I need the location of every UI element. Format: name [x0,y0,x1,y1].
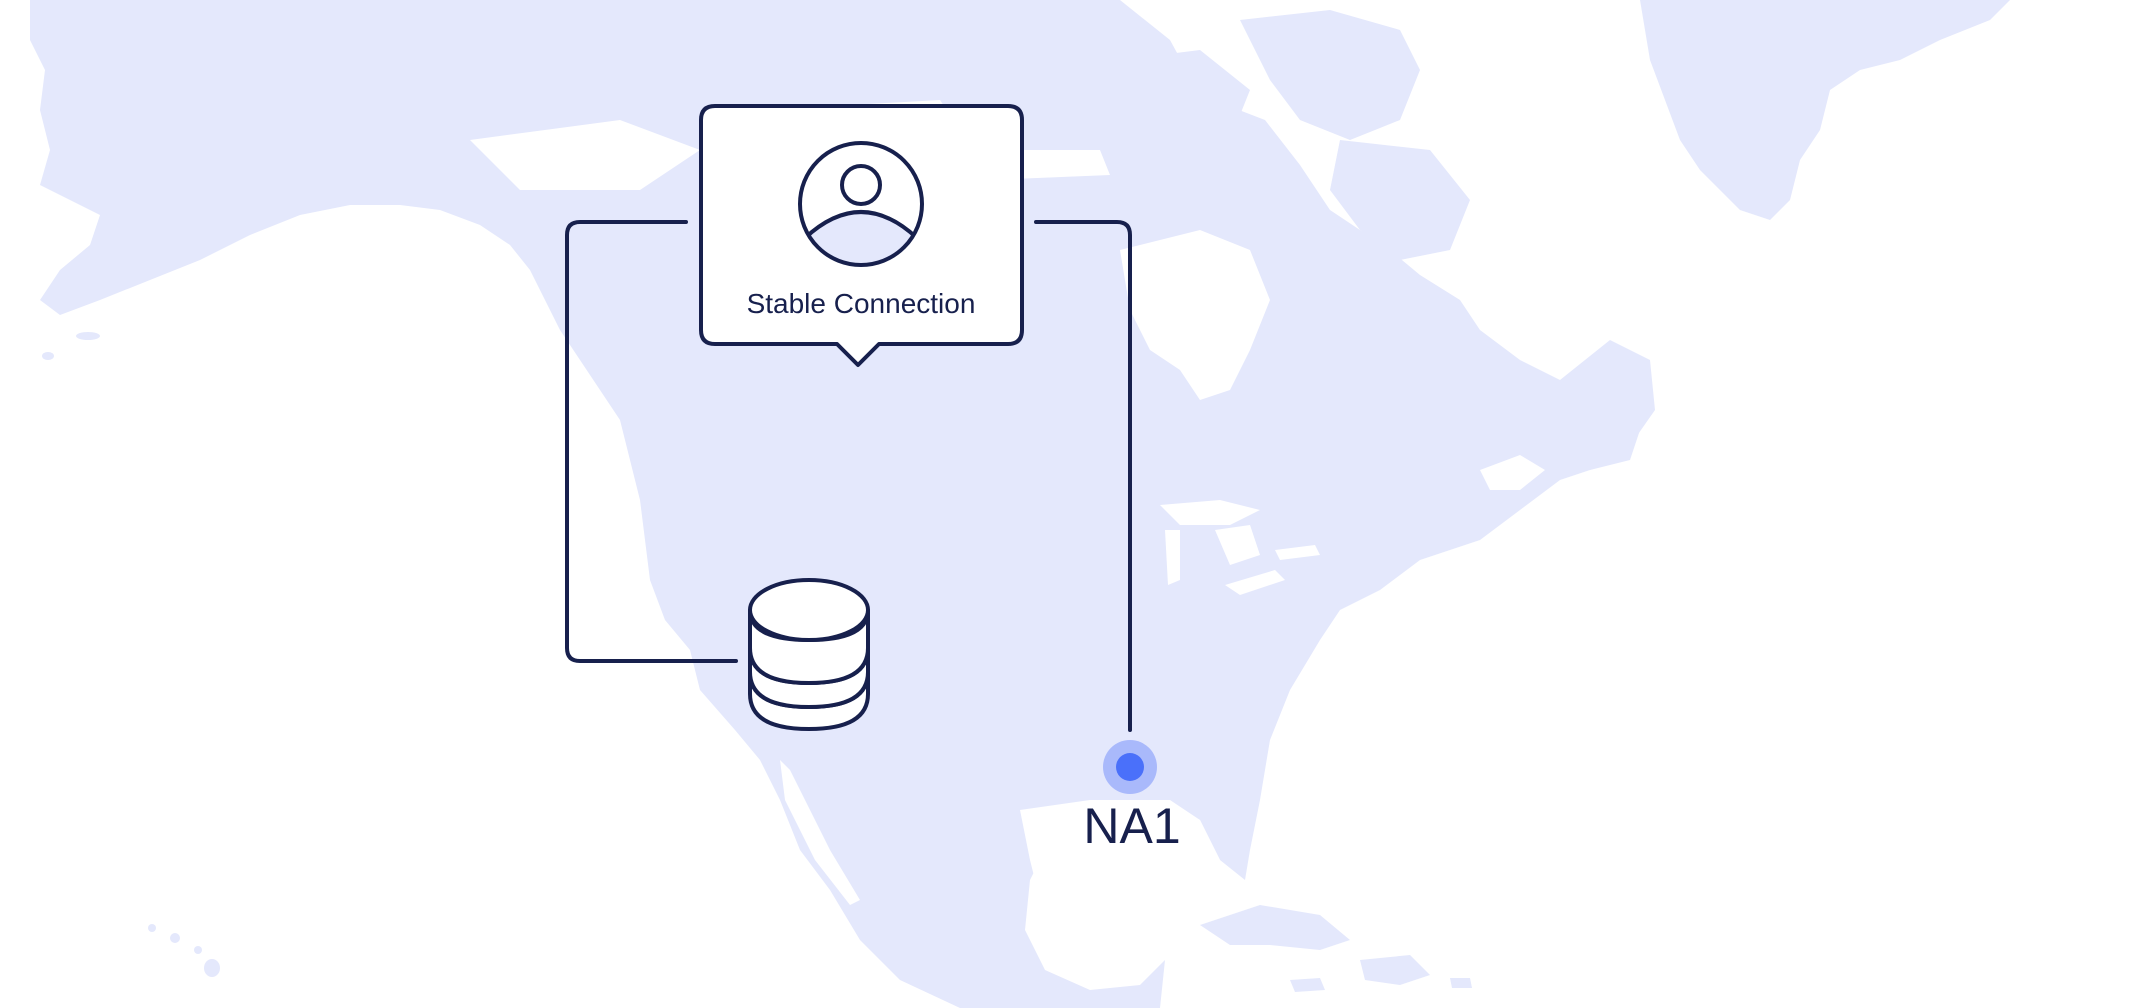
database-icon [748,578,870,731]
region-marker-dot [1116,753,1144,781]
arctic-island-5 [800,20,920,80]
baffin-bay [1440,40,1600,200]
user-avatar-icon [798,141,924,267]
hawaii-island-1 [148,924,156,932]
arctic-island-3 [1120,50,1250,150]
greenland [1640,0,2010,220]
great-lake-michigan [1165,530,1180,585]
newfoundland [1560,410,1640,470]
puerto-rico [1450,978,1472,988]
great-lake-superior [1160,500,1260,525]
connection-card: Stable Connection [699,104,1024,367]
st-lawrence-gulf [1480,455,1545,490]
arctic-island-6 [640,40,750,90]
connection-card-label: Stable Connection [747,288,976,319]
region-label: NA1 [1083,798,1180,854]
great-lake-ontario [1275,545,1320,560]
hispaniola [1360,955,1430,985]
arctic-island-2 [1330,140,1470,260]
avatar-ring [798,141,924,267]
arctic-island-1 [1240,10,1420,140]
arctic-island-4 [960,20,1090,100]
great-lake-huron [1215,525,1260,565]
hawaii-island-4 [204,959,220,977]
great-lake-erie [1225,570,1285,595]
connector-card-to-region [1034,220,1132,732]
connector-card-to-database [565,220,738,663]
avatar-head [840,164,882,206]
aleutian-1 [76,332,100,340]
hawaii-island-3 [194,946,202,954]
gulf-of-mexico [1020,800,1220,930]
gulf-of-california [780,760,860,905]
connector-lines [565,220,1132,732]
region-marker [1103,740,1157,794]
beaufort-sea [470,120,700,190]
hudson-bay [1120,230,1270,400]
hawaii-island-2 [170,933,180,943]
database-top [748,578,870,642]
cuba [1200,905,1350,950]
jamaica [1290,978,1325,992]
aleutian-2 [42,352,54,360]
